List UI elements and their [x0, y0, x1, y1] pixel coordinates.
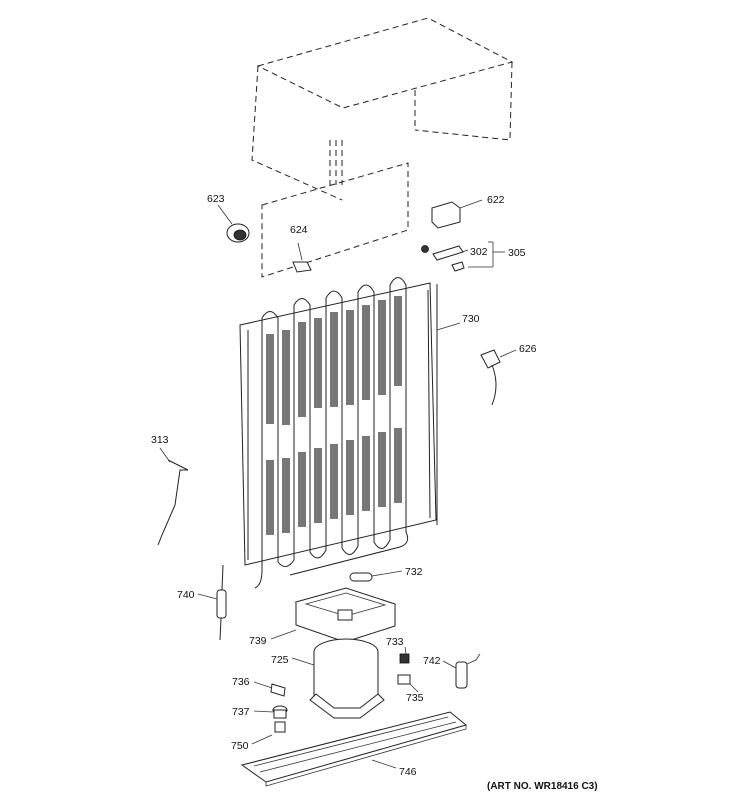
part-735	[397, 674, 419, 693]
part-626-plug	[480, 349, 517, 406]
callout-732: 732	[405, 566, 423, 578]
callout-750: 750	[231, 740, 249, 752]
callout-313: 313	[151, 434, 169, 446]
callout-730: 730	[462, 313, 480, 325]
part-750-bolt	[251, 721, 286, 745]
callout-735: 735	[406, 692, 424, 704]
part-739-drain-pan	[270, 587, 397, 643]
callout-733: 733	[386, 636, 404, 648]
part-733	[399, 646, 410, 664]
callout-624: 624	[290, 224, 308, 236]
callout-623: 623	[207, 193, 225, 205]
vent-slots	[266, 296, 402, 535]
condenser-730	[239, 277, 461, 589]
part-742-capacitor	[442, 653, 481, 689]
art-number: (ART NO. WR18416 C3)	[487, 781, 598, 792]
callout-739: 739	[249, 635, 267, 647]
callout-labels: 623 624 622 302 305 730 626 313 732 740 …	[151, 193, 537, 778]
part-624-fastener	[292, 242, 312, 273]
callout-742: 742	[423, 655, 441, 667]
part-623-fitting	[217, 204, 250, 243]
part-732-connector	[349, 570, 403, 582]
callout-746: 746	[399, 766, 417, 778]
part-622-bracket	[431, 199, 483, 229]
part-737-grommet	[253, 705, 288, 719]
part-740-drier	[197, 564, 227, 641]
callout-302: 302	[470, 246, 488, 258]
callout-626: 626	[519, 343, 537, 355]
callout-740: 740	[177, 589, 195, 601]
callout-622: 622	[487, 194, 505, 206]
part-313-tube	[157, 447, 189, 546]
callout-736: 736	[232, 676, 250, 688]
part-736-clip	[253, 681, 286, 697]
callout-725: 725	[271, 654, 289, 666]
part-746-base-plate	[240, 711, 468, 787]
callout-737: 737	[232, 706, 250, 718]
part-302-clip	[421, 241, 505, 272]
callout-305: 305	[508, 247, 526, 259]
part-725-compressor	[291, 638, 385, 719]
cabinet-outline	[251, 17, 514, 278]
